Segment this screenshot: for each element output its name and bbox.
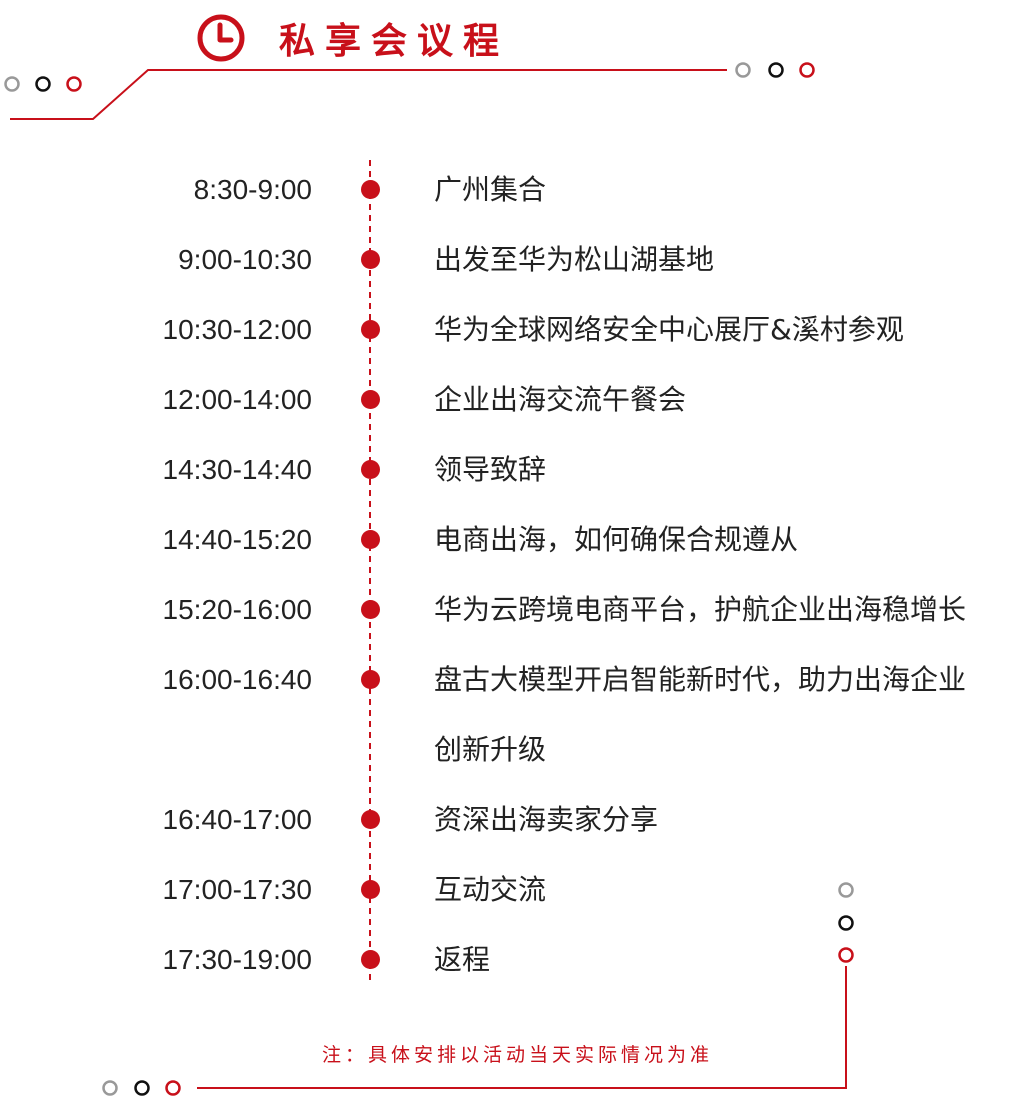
agenda-row: 9:00-10:30 出发至华为松山湖基地 (0, 225, 1009, 295)
agenda-time: 10:30-12:00 (162, 314, 312, 345)
decor-circle-gray (735, 62, 751, 78)
decor-circle-gray (102, 1080, 118, 1096)
timeline-dot (361, 180, 380, 199)
agenda-row: 8:30-9:00 广州集合 (0, 155, 1009, 225)
decor-circle-black (838, 915, 854, 931)
agenda-time: 14:40-15:20 (162, 524, 312, 555)
decor-circle-black (134, 1080, 150, 1096)
agenda-row: 17:30-19:00 返程 (0, 925, 1009, 995)
agenda-time: 16:40-17:00 (162, 804, 312, 835)
decor-circle-red (838, 947, 854, 963)
agenda-time: 12:00-14:00 (162, 384, 312, 415)
agenda-time: 17:30-19:00 (162, 944, 312, 975)
agenda-time: 15:20-16:00 (162, 594, 312, 625)
agenda-list: 8:30-9:00 广州集合 9:00-10:30 出发至华为松山湖基地 10:… (0, 155, 1009, 995)
agenda-event: 出发至华为松山湖基地 (434, 243, 715, 276)
agenda-event: 华为全球网络安全中心展厅&溪村参观 (434, 313, 904, 346)
agenda-event: 资深出海卖家分享 (434, 803, 659, 836)
agenda-event: 返程 (434, 943, 491, 976)
agenda-event: 领导致辞 (434, 453, 547, 486)
clock-icon (197, 14, 245, 61)
page-title: 私享会议程 (279, 20, 510, 62)
timeline-dot (361, 670, 380, 689)
agenda-row: 16:40-17:00 资深出海卖家分享 (0, 785, 1009, 855)
decor-circle-red (66, 76, 82, 92)
agenda-time: 14:30-14:40 (162, 454, 312, 485)
timeline-dot (361, 950, 380, 969)
decor-circle-gray (838, 882, 854, 898)
timeline-dot (361, 810, 380, 829)
agenda-row: 16:00-16:40 盘古大模型开启智能新时代，助力出海企业 (0, 645, 1009, 715)
decor-circle-gray (4, 76, 20, 92)
agenda-row: 15:20-16:00 华为云跨境电商平台，护航企业出海稳增长 (0, 575, 1009, 645)
agenda-event: 电商出海，如何确保合规遵从 (434, 523, 799, 556)
decor-circle-black (35, 76, 51, 92)
decor-circle-red (165, 1080, 181, 1096)
agenda-event: 创新升级 (434, 733, 547, 766)
bottom-frame-line (197, 966, 847, 1089)
timeline-dot (361, 880, 380, 899)
agenda-row: 14:30-14:40 领导致辞 (0, 435, 1009, 505)
decor-circle-red (799, 62, 815, 78)
agenda-event: 盘古大模型开启智能新时代，助力出海企业 (434, 663, 967, 696)
agenda-event: 华为云跨境电商平台，护航企业出海稳增长 (434, 593, 967, 626)
agenda-time: 8:30-9:00 (193, 174, 312, 205)
page-header: 私享会议程 (195, 10, 509, 65)
agenda-row: 10:30-12:00 华为全球网络安全中心展厅&溪村参观 (0, 295, 1009, 365)
timeline-dot (361, 600, 380, 619)
agenda-event: 广州集合 (434, 173, 547, 206)
agenda-row: 12:00-14:00 企业出海交流午餐会 (0, 365, 1009, 435)
agenda-time: 16:00-16:40 (162, 664, 312, 695)
agenda-time: 9:00-10:30 (178, 244, 312, 275)
footer-note: 注：具体安排以活动当天实际情况为准 (322, 1044, 714, 1066)
top-frame-line (10, 69, 727, 120)
timeline-dot (361, 460, 380, 479)
agenda-event: 互动交流 (434, 873, 547, 906)
timeline-dot (361, 530, 380, 549)
timeline-dot (361, 320, 380, 339)
agenda-row: 14:40-15:20 电商出海，如何确保合规遵从 (0, 505, 1009, 575)
agenda-time: 17:00-17:30 (162, 874, 312, 905)
decor-circle-black (768, 62, 784, 78)
agenda-row-continuation: 创新升级 (0, 715, 1009, 785)
agenda-event: 企业出海交流午餐会 (434, 383, 687, 416)
timeline-dot (361, 250, 380, 269)
agenda-row: 17:00-17:30 互动交流 (0, 855, 1009, 925)
timeline-dot (361, 390, 380, 409)
